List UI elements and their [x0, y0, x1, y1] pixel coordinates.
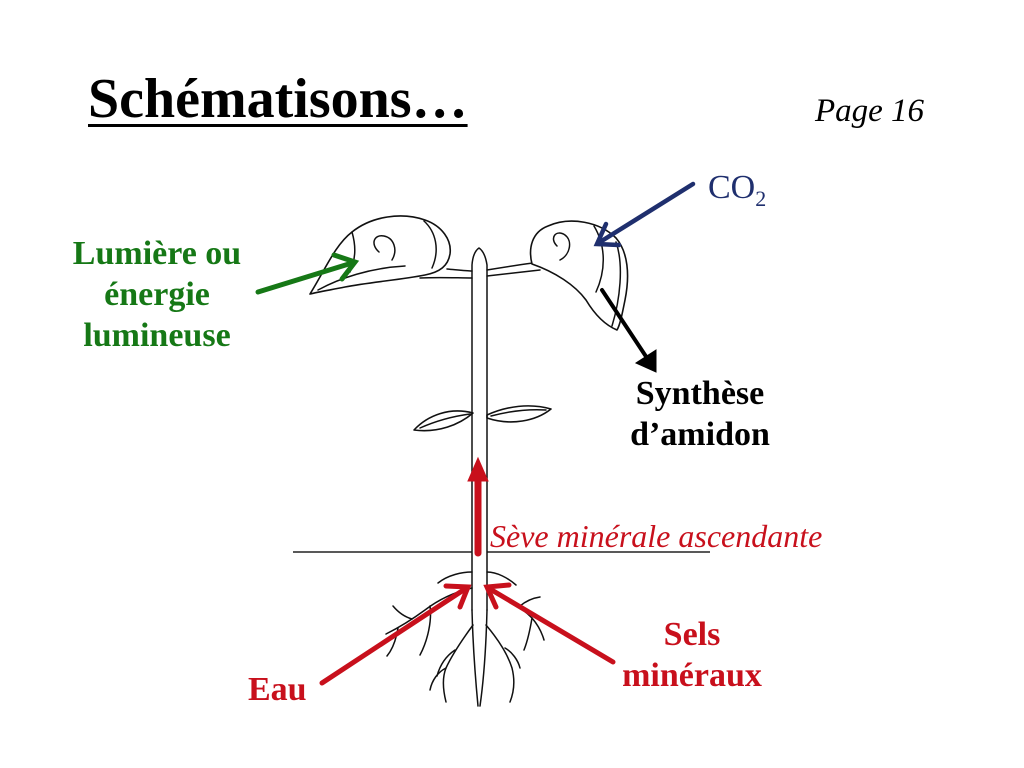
light-label-line-2: énergie — [104, 276, 210, 313]
light-label-line-1: Lumière ou — [72, 235, 242, 272]
light-arrow — [255, 252, 360, 295]
co2-label-subscript: 2 — [755, 186, 767, 211]
synthesis-label-line-2: d’amidon — [630, 416, 770, 453]
cotyledon-right — [486, 405, 552, 423]
synthesis-label: Synthèse d’amidon — [600, 373, 800, 455]
salts-label: Sels minéraux — [592, 614, 792, 696]
co2-label-main: CO — [708, 169, 756, 206]
sap-label: Sève minérale ascendante — [490, 518, 823, 554]
cotyledon-left — [413, 410, 474, 432]
co2-label: CO2 — [708, 169, 767, 212]
sap-arrow — [467, 456, 489, 557]
stem — [471, 247, 488, 611]
leaf-right — [486, 220, 629, 331]
synthesis-label-line-1: Synthèse — [635, 375, 765, 412]
salts-label-line-2: minéraux — [622, 657, 762, 694]
co2-arrow — [593, 181, 696, 248]
water-label: Eau — [248, 671, 307, 708]
salts-label-line-1: Sels — [663, 616, 721, 653]
salts-arrow — [483, 582, 616, 665]
light-label-line-3: lumineuse — [83, 317, 231, 354]
starch-arrow — [600, 288, 657, 373]
water-arrow — [319, 583, 472, 686]
light-label: Lumière ou énergie lumineuse — [57, 233, 257, 356]
slide-title: Schématisons… — [88, 68, 468, 130]
page-number: Page 16 — [815, 93, 925, 129]
